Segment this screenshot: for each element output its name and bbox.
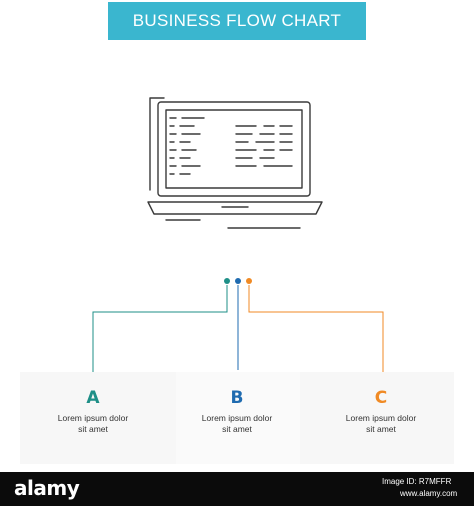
site-url: www.alamy.com [400, 489, 458, 498]
step-c: C Lorem ipsum dolor sit amet [306, 372, 456, 462]
step-c-letter: C [374, 388, 388, 408]
step-b-letter: B [230, 388, 244, 408]
node-c [246, 278, 252, 284]
banner-title: BUSINESS FLOW CHART [132, 11, 342, 30]
footer-bar [0, 472, 474, 506]
flow-connectors [92, 278, 384, 378]
step-a: A Lorem ipsum dolor sit amet [18, 372, 168, 462]
step-b-text: Lorem ipsum dolor sit amet [201, 413, 273, 434]
step-a-text: Lorem ipsum dolor sit amet [57, 413, 129, 434]
node-a [224, 278, 230, 284]
title-banner: BUSINESS FLOW CHART [108, 2, 366, 40]
node-b [235, 278, 241, 284]
connector-c [248, 285, 384, 378]
step-b: B Lorem ipsum dolor sit amet [162, 372, 312, 462]
connector-a [92, 285, 228, 378]
step-a-letter: A [86, 388, 100, 408]
image-id-label: Image ID: R7MFFR [382, 477, 452, 486]
laptop-code-icon [147, 97, 323, 229]
card-a-bg [20, 372, 176, 464]
card-b-bg [176, 372, 300, 464]
alamy-logo: alamy [14, 476, 80, 500]
step-c-text: Lorem ipsum dolor sit amet [345, 413, 417, 434]
card-c-bg [300, 372, 454, 464]
